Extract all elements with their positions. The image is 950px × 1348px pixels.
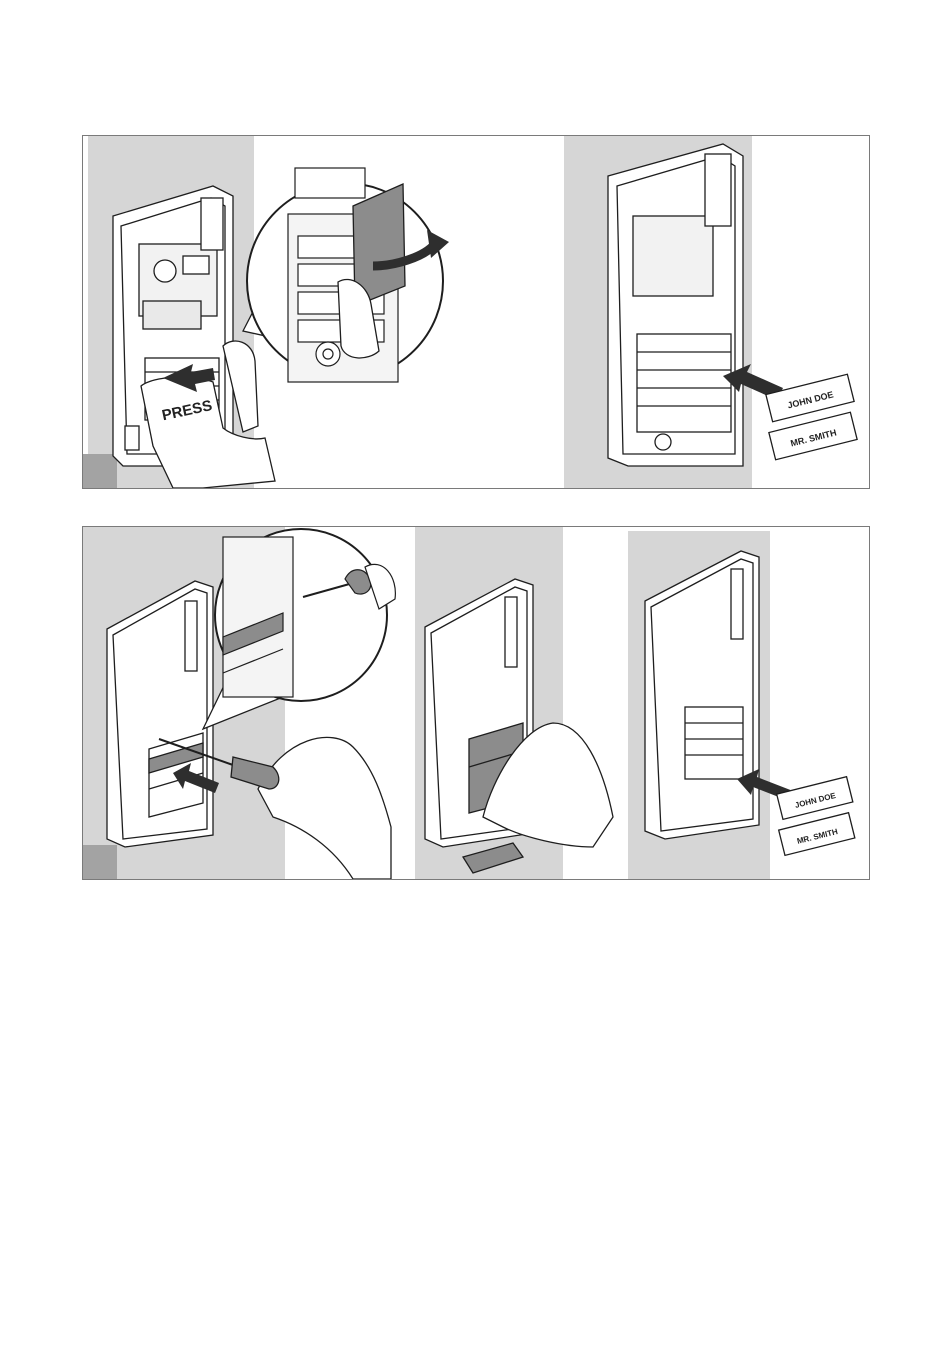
bottom-panel-illustration: JOHN DOE MR. SMITH [83,527,869,879]
installation-step-panel-bottom: JOHN DOE MR. SMITH [82,526,870,880]
door-station-closed-1 [107,581,213,847]
installation-step-panel-top: PRESS [82,135,870,489]
door-station-relabel [608,144,743,466]
step-marker [83,845,117,879]
zoom-detail-circle [203,529,395,729]
name-tags: JOHN DOE MR. SMITH [777,777,855,856]
step-marker [83,454,117,488]
top-panel-illustration: PRESS [83,136,869,488]
zoom-detail-circle [243,168,449,382]
door-station-relabel [645,551,759,839]
